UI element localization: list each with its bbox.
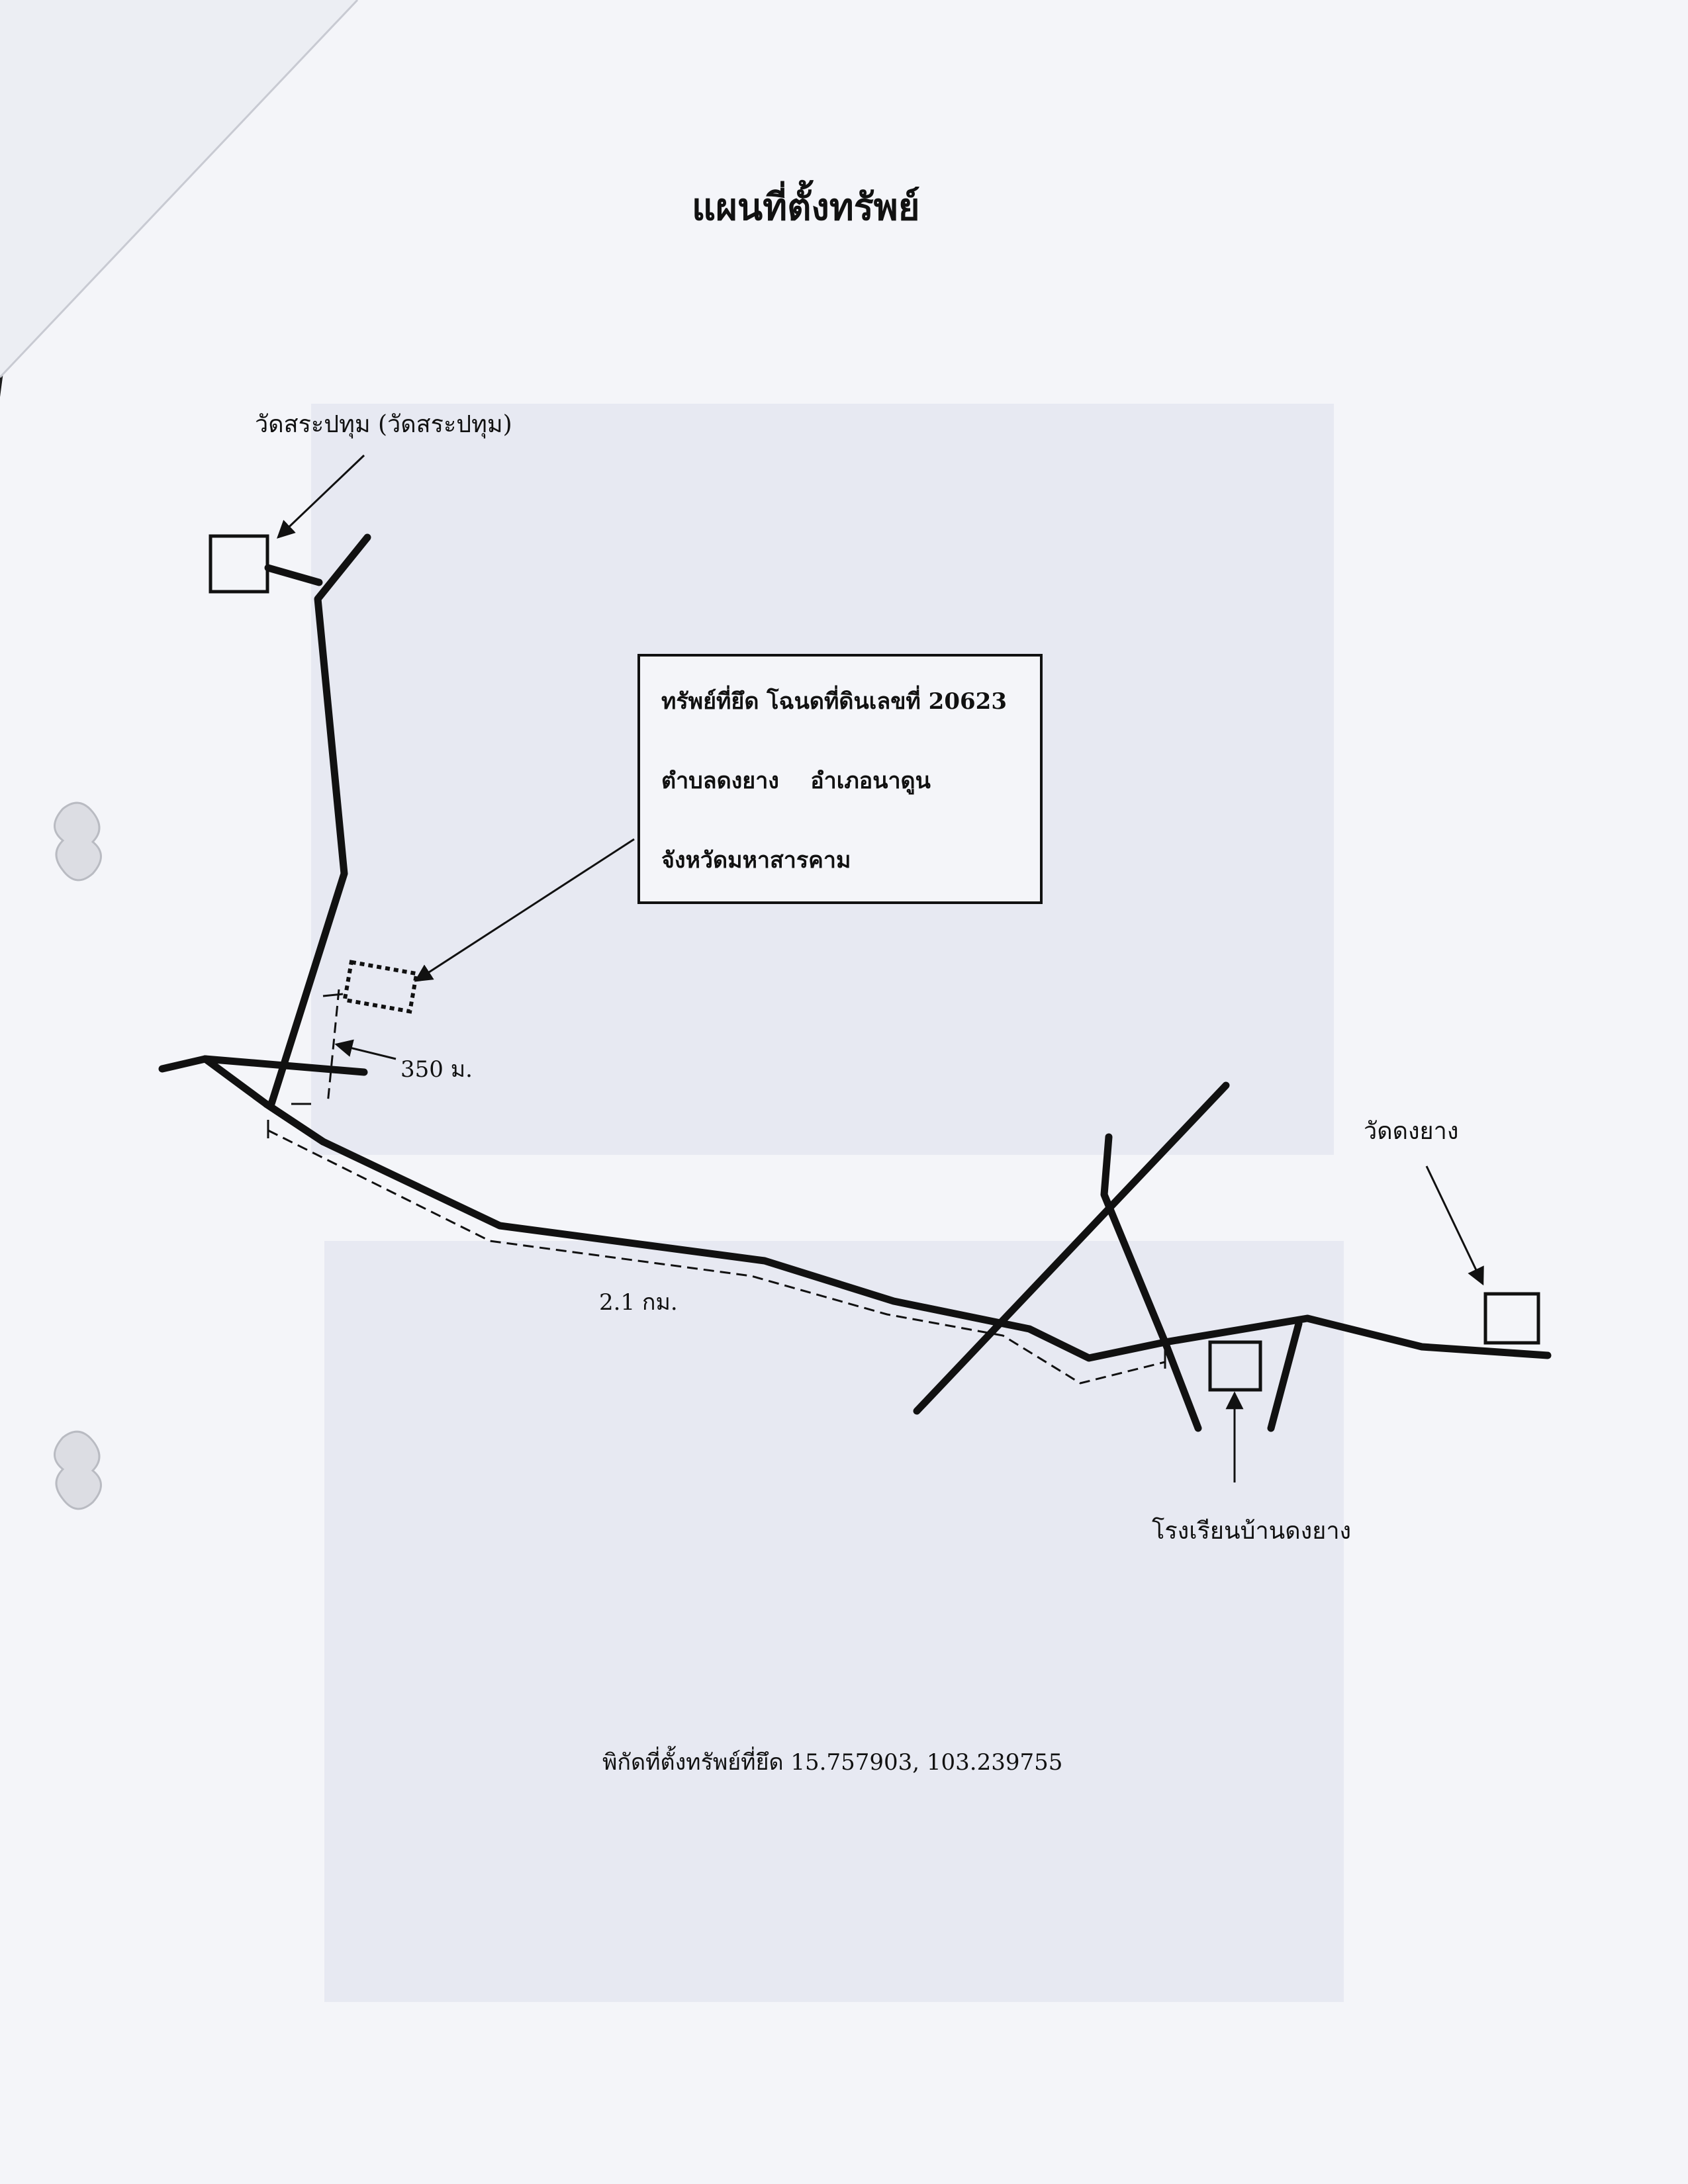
arrow-temple-east: [1425, 1165, 1484, 1286]
page-title: แผนที่ตั้งทรัพย์: [692, 185, 920, 229]
faded-panel-lower: [324, 1241, 1344, 2002]
fold-edge: [0, 0, 359, 379]
school-marker: [1208, 1340, 1262, 1392]
leader-arrows: [277, 454, 1484, 1482]
road-north: [267, 533, 371, 1108]
info-province: จังหวัดมหาสารคาม: [661, 847, 851, 874]
roads: [158, 533, 1552, 1432]
coordinates-text: พิกัดที่ตั้งทรัพย์ที่ยึด 15.757903, 103.…: [602, 1749, 1063, 1776]
road-crossing: [201, 1055, 368, 1076]
property-parcel: [342, 960, 419, 1014]
distance-paths: [267, 989, 1166, 1385]
road-west-stub: [158, 1055, 209, 1073]
arrow-temple-north: [277, 454, 365, 539]
road-diagonal-north: [1100, 1133, 1202, 1432]
temple-north-marker: [209, 534, 269, 594]
label-school: โรงเรียนบ้านดงยาง: [1152, 1518, 1352, 1545]
label-distance-2-1km: 2.1 กม.: [599, 1289, 678, 1316]
mark-350m-top: [322, 993, 344, 997]
distance-end-marks: [267, 993, 1166, 1369]
property-info-box: ทรัพย์ที่ยึด โฉนดที่ดินเลขที่ 20623 ตำบล…: [637, 654, 1043, 904]
label-distance-350m: 350 ม.: [400, 1056, 473, 1083]
road-temple-spur: [264, 564, 323, 586]
label-temple-north: วัดสระปทุม (วัดสระปทุม): [255, 411, 512, 438]
info-subdistrict-district: ตำบลดงยาง อำเภอนาดูน: [661, 768, 931, 794]
path-2-1km: [267, 1129, 1166, 1385]
road-diagonal-northeast: [913, 1081, 1230, 1415]
path-350m: [326, 989, 340, 1105]
arrow-info-to-parcel: [414, 838, 635, 982]
arrow-350m: [334, 1039, 397, 1060]
punch-hole-lower: [54, 1430, 102, 1510]
temple-east-marker: [1483, 1292, 1540, 1345]
punch-hole-upper: [54, 801, 102, 882]
road-main: [262, 1100, 1552, 1362]
info-deed-number: ทรัพย์ที่ยึด โฉนดที่ดินเลขที่ 20623: [661, 688, 1007, 715]
label-temple-east: วัดดงยาง: [1364, 1118, 1459, 1145]
road-school-south: [1267, 1320, 1303, 1432]
